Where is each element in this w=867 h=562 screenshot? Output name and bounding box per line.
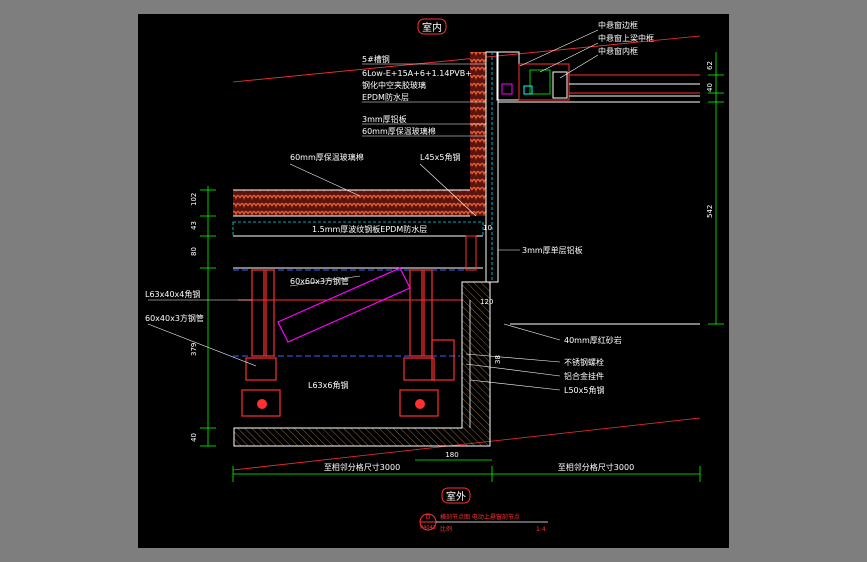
title-name: 横剖节点图 电动上悬窗剖节点 xyxy=(440,513,520,521)
dimension-chain-left xyxy=(200,186,216,447)
window-side-frame xyxy=(496,51,520,101)
label-glasswool-1: 60mm厚保温玻璃棉 xyxy=(362,126,436,136)
title-symbol: D xyxy=(426,514,431,521)
dim-102: 102 xyxy=(190,193,198,206)
label-window-inner-frame: 中悬窗内框 xyxy=(598,46,638,56)
insulation-layer xyxy=(233,190,470,216)
label-angle-l63x40: L63x40x4角钢 xyxy=(145,289,200,299)
dim-542: 542 xyxy=(706,205,714,218)
label-aluminium-3mm: 3mm厚铝板 xyxy=(362,114,407,124)
label-steel-deck: 1.5mm厚波纹钢板EPDM防水层 xyxy=(312,224,427,234)
title-scale-label: 比例 xyxy=(440,525,452,533)
dim-62: 62 xyxy=(706,61,714,70)
leaders-left xyxy=(147,63,486,367)
label-single-aluminium: 3mm厚单层铝板 xyxy=(522,245,583,255)
dim-bottom-right: 至相邻分格尺寸3000 xyxy=(558,462,634,472)
title-indoor: 室内 xyxy=(422,21,442,34)
label-window-upper-frame: 中悬窗上梁中框 xyxy=(598,33,654,43)
label-angle-l45: L45x5角钢 xyxy=(420,152,460,162)
dim-379: 379 xyxy=(190,343,198,356)
outdoor-title-box xyxy=(441,487,471,504)
label-glass-spec: 6Low-E+15A+6+1.14PVB+ xyxy=(362,69,472,78)
label-glass-type: 钢化中空夹胶玻璃 xyxy=(362,80,426,90)
label-bolt: 不锈钢螺栓 xyxy=(564,357,604,367)
label-tube-60x60: 60x60x3方钢管 xyxy=(290,276,349,286)
label-sandstone: 40mm厚红砂岩 xyxy=(564,335,622,345)
title-outdoor: 室外 xyxy=(446,490,466,503)
dim-bottom-left: 至相邻分格尺寸3000 xyxy=(324,462,400,472)
title-block: D P4043 横剖节点图 电动上悬窗剖节点 比例 1:4 xyxy=(419,513,548,533)
dim-38: 38 xyxy=(494,355,502,364)
open-window-sash xyxy=(277,267,411,343)
dim-180: 180 xyxy=(445,451,458,459)
label-angle-l63x6: L63x6角钢 xyxy=(308,380,348,390)
steel-deck xyxy=(232,221,484,237)
red-sandstone xyxy=(233,281,491,447)
dim-40: 40 xyxy=(190,433,198,442)
dim-80: 80 xyxy=(190,247,198,256)
label-hanger: 铝合金挂件 xyxy=(564,371,604,381)
leaders-right xyxy=(419,29,599,391)
label-tube-60x40: 60x40x3方钢管 xyxy=(145,313,204,323)
dimension-chain-right xyxy=(708,52,724,325)
label-window-side-frame: 中悬窗边框 xyxy=(598,20,638,30)
title-ref: P4043 xyxy=(420,525,436,531)
label-channel-steel: 5#槽钢 xyxy=(362,54,390,64)
window-upper-frame xyxy=(518,63,570,101)
label-epdm: EPDM防水层 xyxy=(362,92,409,102)
wall-insulation xyxy=(470,52,486,216)
slope-line-top xyxy=(232,35,701,83)
dimension-chain-bottom xyxy=(232,459,701,482)
label-glasswool-2: 60mm厚保温玻璃棉 xyxy=(290,152,364,162)
room-title-box xyxy=(417,18,447,35)
dim-40-right: 40 xyxy=(706,83,714,92)
dim-10: 10 xyxy=(483,224,492,232)
label-angle-l50: L50x5角钢 xyxy=(564,385,604,395)
dim-120: 120 xyxy=(480,298,493,306)
drawing-sheet xyxy=(138,14,729,548)
dim-43: 43 xyxy=(190,221,198,230)
title-scale: 1:4 xyxy=(536,526,546,533)
